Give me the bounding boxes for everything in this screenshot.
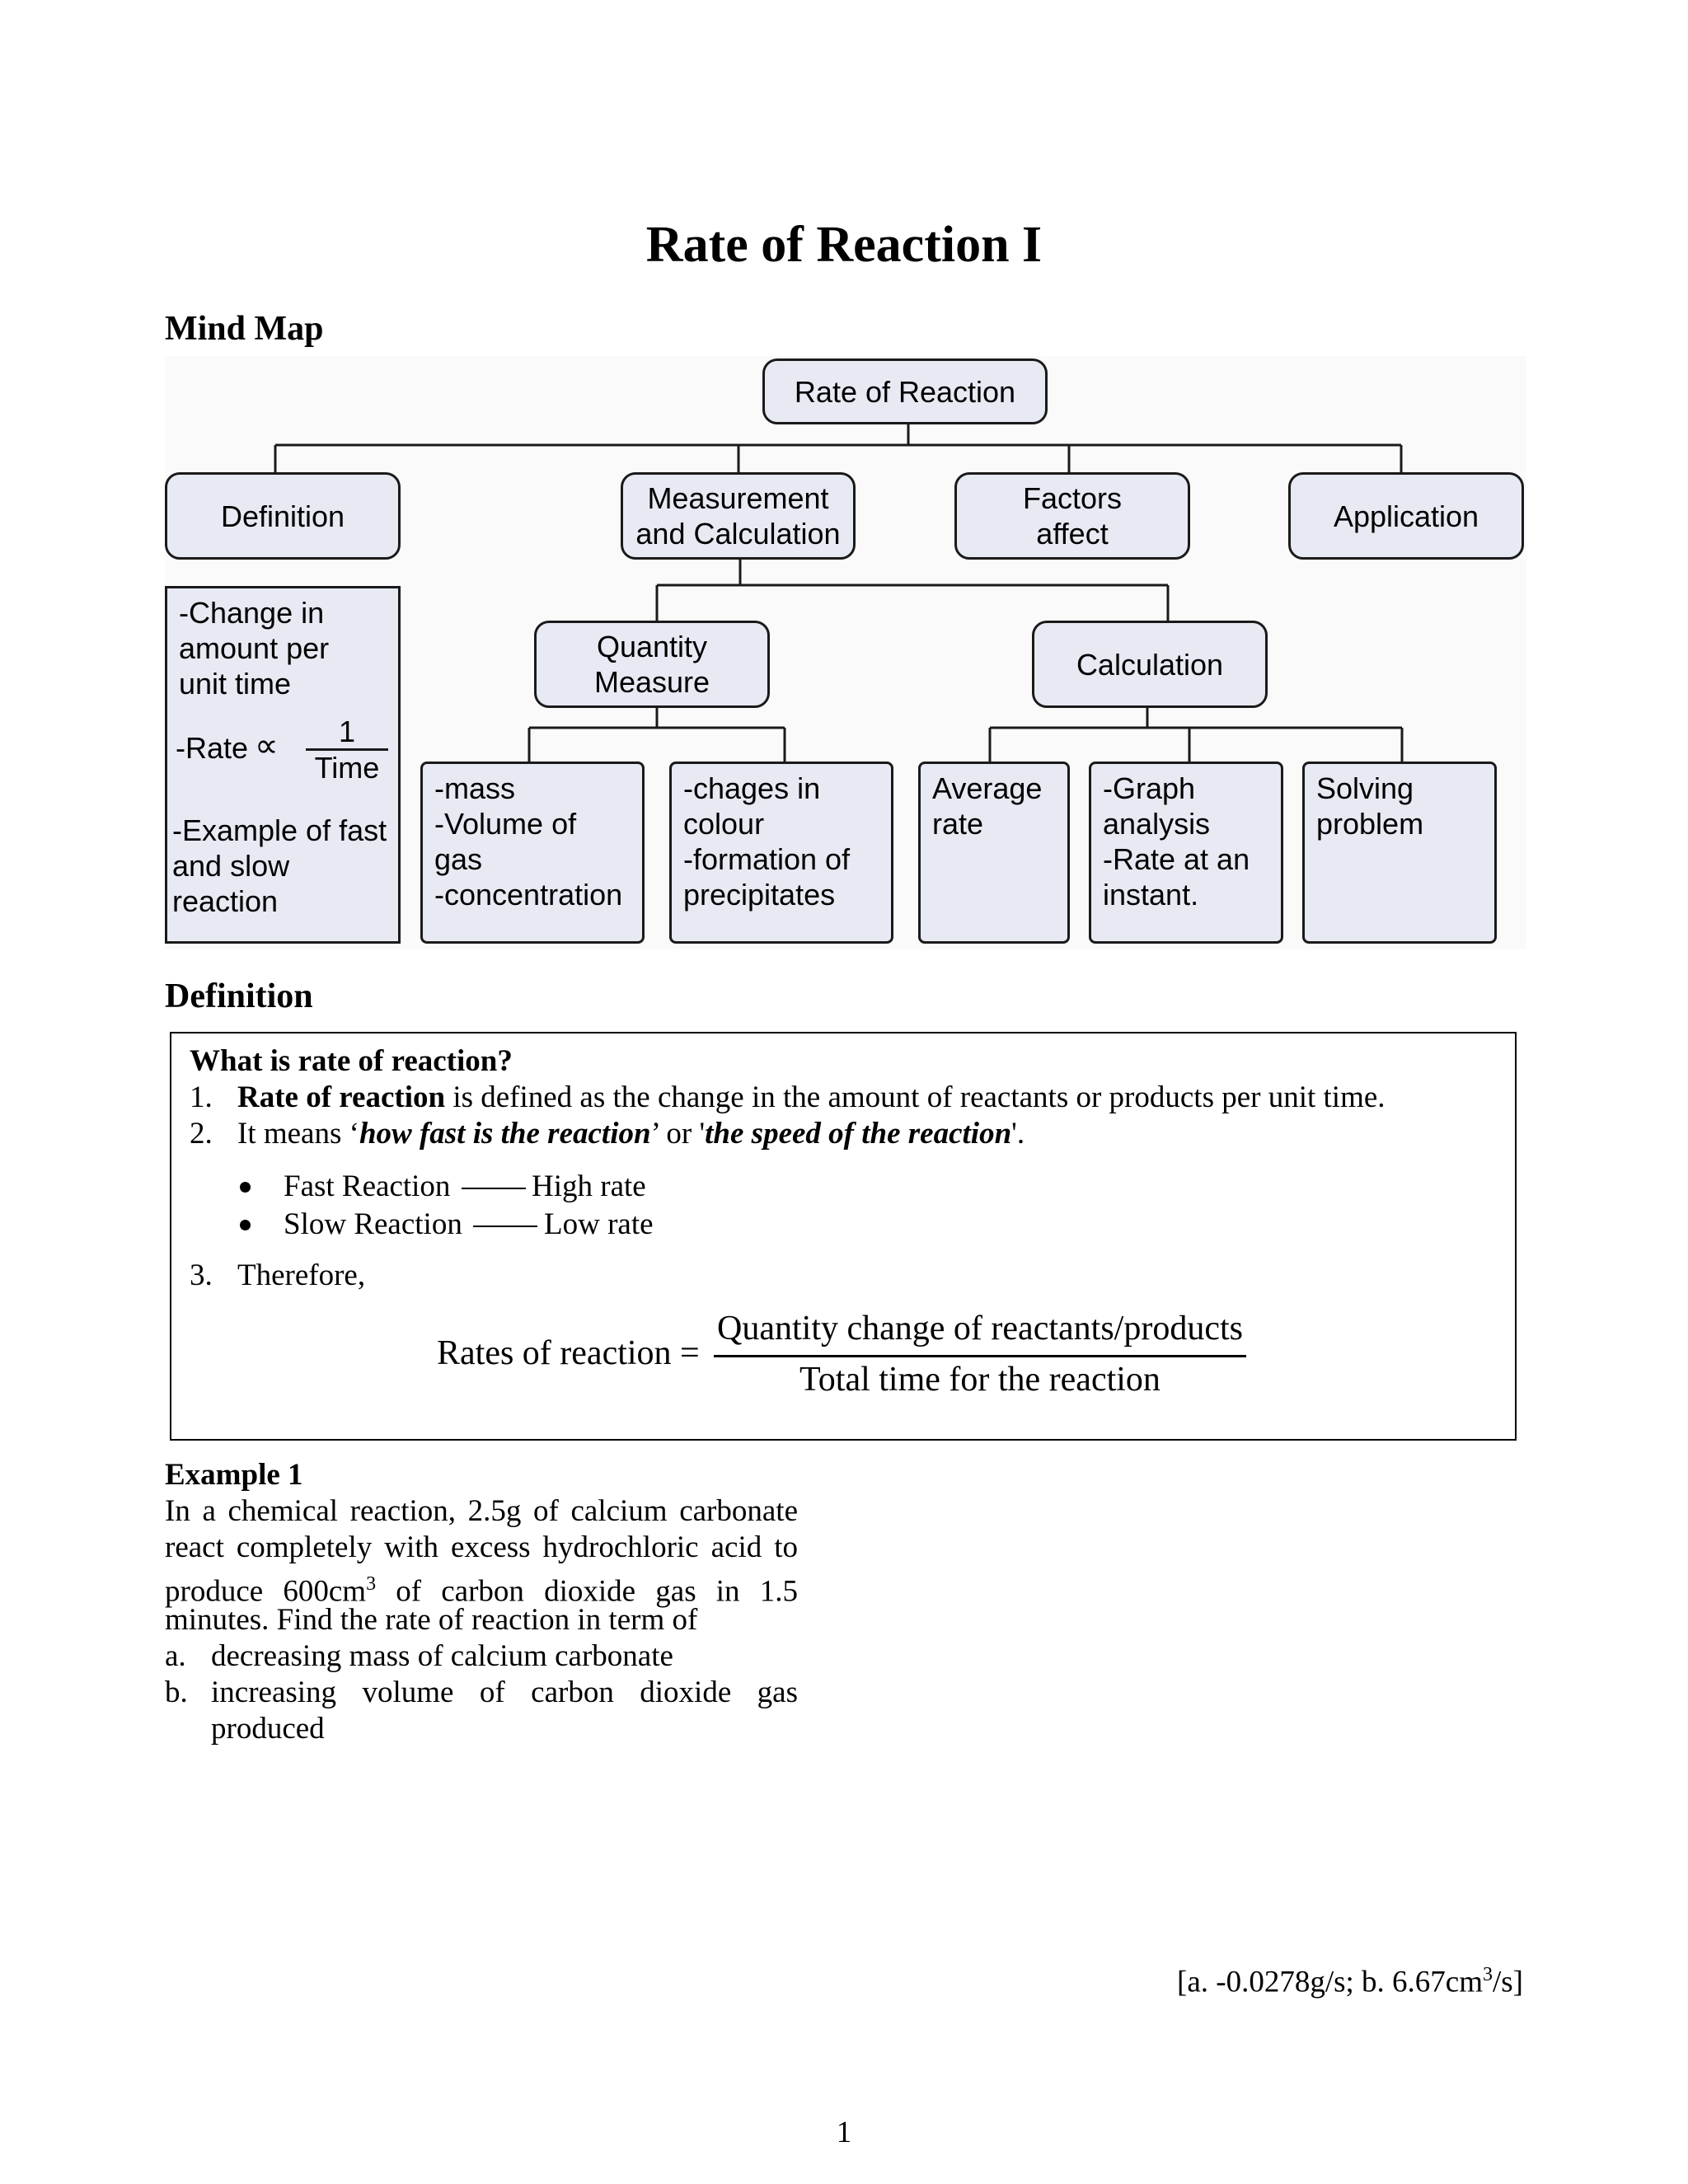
definition-frame <box>170 1032 1517 1441</box>
answer-sup: 3 <box>1483 1964 1493 1985</box>
bullet-fast-dash <box>462 1188 526 1189</box>
example-1-a-text: decreasing mass of calcium carbonate <box>211 1639 673 1673</box>
leaf-solving-problem: Solving problem <box>1302 762 1497 944</box>
node-definition-label: Definition <box>220 499 345 533</box>
leaf-average-rate: Average rate <box>918 762 1070 944</box>
item2-pre: It means ‘ <box>237 1117 359 1151</box>
definition-item-1: Rate of reaction is defined as the chang… <box>237 1080 1386 1116</box>
leaf-graph-analysis: -Graph analysis -Rate at an instant. <box>1089 762 1283 944</box>
mind-map-connectors <box>274 423 1404 763</box>
answer-post: /s] <box>1493 1965 1523 1999</box>
definition-item-1-text: is defined as the change in the amount o… <box>445 1080 1386 1114</box>
example-line3-pre: produce 600cm <box>165 1574 367 1609</box>
formula-numerator: Quantity change of reactants/products <box>717 1310 1243 1347</box>
definition-heading: Definition <box>165 977 313 1015</box>
bullet-fast-left: Fast Reaction <box>284 1169 451 1203</box>
bullet-slow-left: Slow Reaction <box>284 1207 462 1241</box>
mind-map-heading: Mind Map <box>165 310 324 348</box>
example-1-line-1: In a chemical reaction, 2.5g of calcium … <box>165 1494 798 1528</box>
example-1-b-label: b. <box>165 1675 188 1709</box>
bullet-slow <box>240 1220 251 1230</box>
page-title: Rate of Reaction I <box>645 217 1043 273</box>
node-factors-affect: Factors affect <box>954 472 1190 560</box>
formula-lhs: Rates of reaction = <box>437 1334 700 1372</box>
leaf-quantity-colour-precipitates: -chages in colour -formation of precipit… <box>669 762 893 944</box>
node-measurement-and-calculation: Measurement and Calculation <box>621 472 856 560</box>
node-calculation: Calculation <box>1032 621 1268 708</box>
definition-detail-box: -Change in amount per unit time -Rate ∝ … <box>165 586 401 944</box>
example-1-line-2: react completely with excess hydrochlori… <box>165 1530 798 1564</box>
node-quantity-label: Quantity Measure <box>593 630 710 699</box>
page-number: 1 <box>836 2116 852 2149</box>
mind-map-root-node: Rate of Reaction <box>762 359 1048 424</box>
example-1-b-line-1: increasing volume of carbon dioxide gas <box>211 1675 798 1709</box>
bullet-slow-right: Low rate <box>544 1207 654 1241</box>
node-definition: Definition <box>165 472 401 560</box>
node-measurement-label: Measurement and Calculation <box>635 481 841 551</box>
bullet-slow-dash <box>473 1226 537 1227</box>
example-1-heading: Example 1 <box>165 1458 303 1492</box>
item2-post: '. <box>1011 1117 1025 1151</box>
example-line3-sup: 3 <box>366 1573 377 1595</box>
node-application-label: Application <box>1333 499 1479 533</box>
definition-rate-label: -Rate <box>176 731 249 765</box>
definition-item-3-number: 3. <box>190 1258 213 1292</box>
item2-emphasis-2: the speed of the reaction <box>705 1117 1012 1151</box>
rate-fraction-denominator: Time <box>314 751 380 785</box>
node-calculation-label: Calculation <box>1076 647 1224 682</box>
definition-change-text: -Change in amount per unit time <box>179 596 330 701</box>
proportional-symbol: ∝ <box>255 728 279 764</box>
example-1-answer: [a. -0.0278g/s; b. 6.67cm3/s] <box>1071 1957 1523 2000</box>
bullet-fast <box>240 1182 251 1193</box>
formula-denominator: Total time for the reaction <box>799 1361 1160 1399</box>
example-1-line-3: produce 600cm3 of carbon dioxide gas in … <box>165 1566 798 1610</box>
root-label: Rate of Reaction <box>794 374 1016 409</box>
node-factors-label: Factors affect <box>1022 481 1123 551</box>
node-application: Application <box>1288 472 1524 560</box>
item2-mid: ’ or ' <box>650 1117 706 1151</box>
definition-item-2-number: 2. <box>190 1117 213 1151</box>
definition-example-text: -Example of fast and slow reaction <box>172 813 387 918</box>
definition-question: What is rate of reaction? <box>190 1044 513 1078</box>
example-line3-post: of carbon dioxide gas in 1.5 <box>376 1574 798 1609</box>
definition-item-2: It means ‘how fast is the reaction’ or '… <box>237 1116 1025 1152</box>
example-1-a-label: a. <box>165 1639 186 1673</box>
rate-fraction-line <box>306 748 388 751</box>
definition-item-3: Therefore, <box>237 1258 366 1292</box>
example-1-line-4: minutes. Find the rate of reaction in te… <box>165 1603 698 1637</box>
node-quantity-measure: Quantity Measure <box>534 621 770 708</box>
bullet-fast-right: High rate <box>532 1169 646 1203</box>
leaf-quantity-mass-volume: -mass -Volume of gas -concentration <box>420 762 645 944</box>
term-rate-of-reaction: Rate of reaction <box>237 1080 446 1114</box>
rate-fraction-numerator: 1 <box>338 715 356 748</box>
definition-item-1-number: 1. <box>190 1080 213 1114</box>
answer-pre: [a. -0.0278g/s; b. 6.67cm <box>1177 1965 1483 1999</box>
formula-fraction-line <box>714 1355 1246 1357</box>
example-1-b-line-2: produced <box>211 1712 325 1746</box>
item2-emphasis-1: how fast is the reaction <box>359 1117 651 1151</box>
